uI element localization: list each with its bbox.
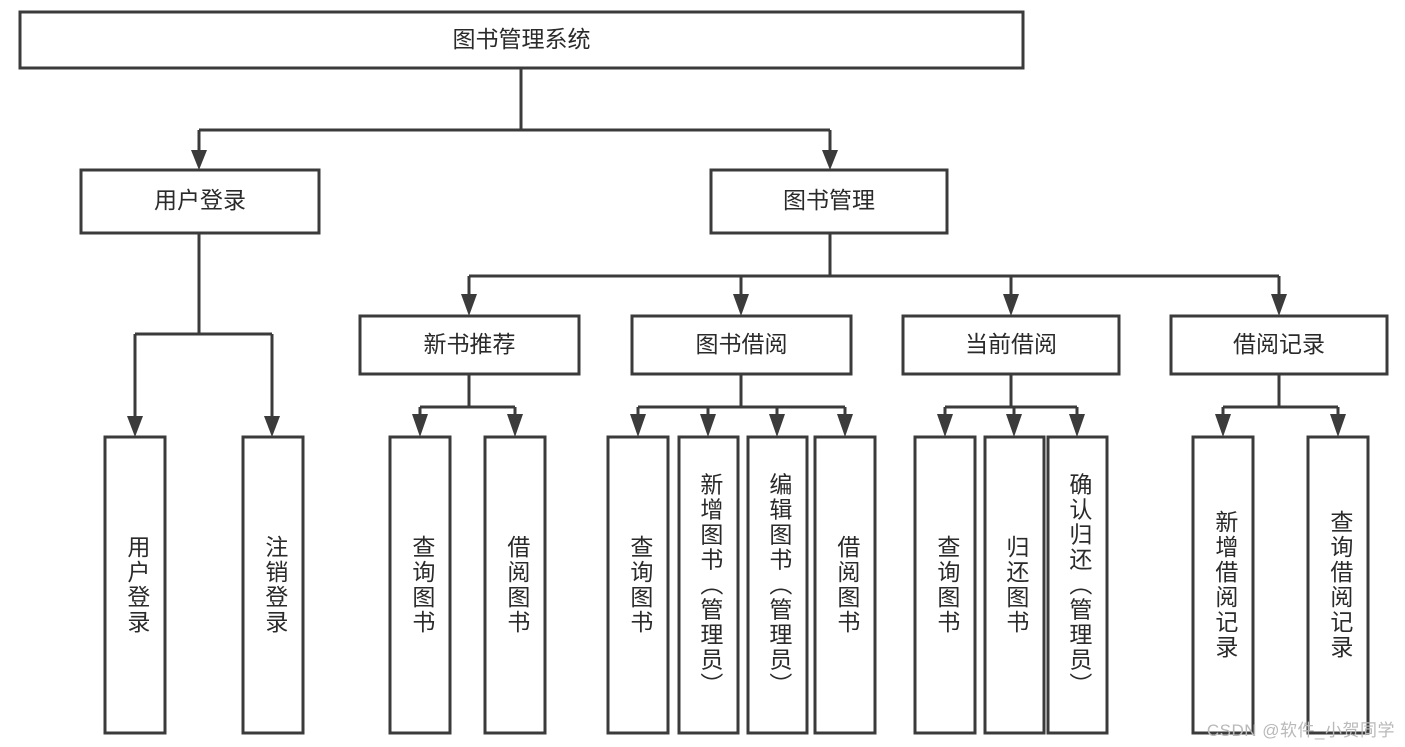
- leaf-query-borrow-record[interactable]: 查询借阅记录: [1306, 435, 1370, 735]
- node-user-login-box[interactable]: [79, 168, 321, 235]
- leaf-borrow-book-recommend-label: 借阅图书: [504, 535, 531, 635]
- leaf-add-borrow-record-box[interactable]: [1191, 435, 1255, 735]
- leaf-return-book-label: 归还图书: [1003, 535, 1030, 635]
- leaf-add-book-admin-box[interactable]: [677, 435, 740, 735]
- node-current-borrow-label: 当前借阅: [965, 331, 1057, 357]
- leaf-borrow-book-recommend[interactable]: 借阅图书: [483, 435, 547, 735]
- leaf-return-book-box[interactable]: [983, 435, 1046, 735]
- leaf-query-borrow-record-label: 查询借阅记录: [1327, 510, 1354, 660]
- node-borrow-record-label: 借阅记录: [1233, 331, 1325, 357]
- node-root-box[interactable]: [18, 10, 1025, 70]
- leaf-query-book-borrow[interactable]: 查询图书: [606, 435, 670, 735]
- leaf-query-book-current-box[interactable]: [913, 435, 977, 735]
- leaf-confirm-return-admin-label: 确认归还（管理员）: [1066, 473, 1093, 698]
- leaf-query-book-current-label: 查询图书: [934, 535, 961, 635]
- node-book-management-box[interactable]: [709, 168, 949, 235]
- node-root[interactable]: 图书管理系统: [18, 10, 1025, 70]
- leaf-borrow-book-label: 借阅图书: [834, 535, 861, 635]
- node-book-management[interactable]: 图书管理: [709, 168, 949, 235]
- node-current-borrow-box[interactable]: [901, 314, 1121, 376]
- node-book-borrow[interactable]: 图书借阅: [630, 314, 853, 376]
- leaf-logout-box[interactable]: [241, 435, 305, 735]
- connector-userlogin-to-leaves: [127, 233, 280, 437]
- node-new-book-recommend-box[interactable]: [358, 314, 581, 376]
- leaf-confirm-return-admin-box[interactable]: [1046, 435, 1109, 735]
- leaf-borrow-book-recommend-box[interactable]: [483, 435, 547, 735]
- connector-borrow-to-leaves: [630, 374, 853, 437]
- node-book-borrow-label: 图书借阅: [696, 331, 788, 357]
- node-new-book-recommend[interactable]: 新书推荐: [358, 314, 581, 376]
- leaf-logout[interactable]: 注销登录: [241, 435, 305, 735]
- leaf-logout-label: 注销登录: [262, 535, 289, 635]
- leaf-query-book-recommend-box[interactable]: [388, 435, 452, 735]
- leaf-query-borrow-record-box[interactable]: [1306, 435, 1370, 735]
- leaf-edit-book-admin[interactable]: 编辑图书（管理员）: [746, 435, 809, 735]
- leaf-borrow-book-box[interactable]: [813, 435, 877, 735]
- node-user-login[interactable]: 用户登录: [79, 168, 321, 235]
- leaf-add-book-admin-label: 新增图书（管理员）: [697, 473, 724, 698]
- leaf-query-book-borrow-label: 查询图书: [627, 535, 654, 635]
- node-current-borrow[interactable]: 当前借阅: [901, 314, 1121, 376]
- node-book-borrow-box[interactable]: [630, 314, 853, 376]
- leaf-return-book[interactable]: 归还图书: [983, 435, 1046, 735]
- node-book-management-label: 图书管理: [783, 187, 875, 213]
- connector-newbook-to-leaves: [412, 374, 523, 437]
- leaf-user-login-label: 用户登录: [124, 535, 151, 635]
- leaf-edit-book-admin-label: 编辑图书（管理员）: [766, 473, 793, 698]
- node-user-login-label: 用户登录: [154, 187, 246, 213]
- connector-bookmgmt-to-level2: [461, 233, 1287, 316]
- connector-root-to-level1: [191, 68, 838, 170]
- node-borrow-record[interactable]: 借阅记录: [1169, 314, 1389, 376]
- leaf-borrow-book[interactable]: 借阅图书: [813, 435, 877, 735]
- leaf-confirm-return-admin[interactable]: 确认归还（管理员）: [1046, 435, 1109, 735]
- leaf-user-login[interactable]: 用户登录: [103, 435, 167, 735]
- connector-record-to-leaves: [1215, 374, 1346, 437]
- leaf-add-book-admin[interactable]: 新增图书（管理员）: [677, 435, 740, 735]
- leaf-edit-book-admin-box[interactable]: [746, 435, 809, 735]
- leaf-query-book-current[interactable]: 查询图书: [913, 435, 977, 735]
- node-new-book-recommend-label: 新书推荐: [424, 331, 516, 357]
- leaf-add-borrow-record-label: 新增借阅记录: [1212, 510, 1239, 660]
- csdn-watermark: CSDN @软件_小贺同学: [1206, 721, 1395, 740]
- leaf-add-borrow-record[interactable]: 新增借阅记录: [1191, 435, 1255, 735]
- leaf-query-book-borrow-box[interactable]: [606, 435, 670, 735]
- leaf-query-book-recommend-label: 查询图书: [409, 535, 436, 635]
- node-root-label: 图书管理系统: [453, 26, 591, 52]
- connector-current-to-leaves: [937, 374, 1085, 437]
- leaf-user-login-box[interactable]: [103, 435, 167, 735]
- node-borrow-record-box[interactable]: [1169, 314, 1389, 376]
- leaf-query-book-recommend[interactable]: 查询图书: [388, 435, 452, 735]
